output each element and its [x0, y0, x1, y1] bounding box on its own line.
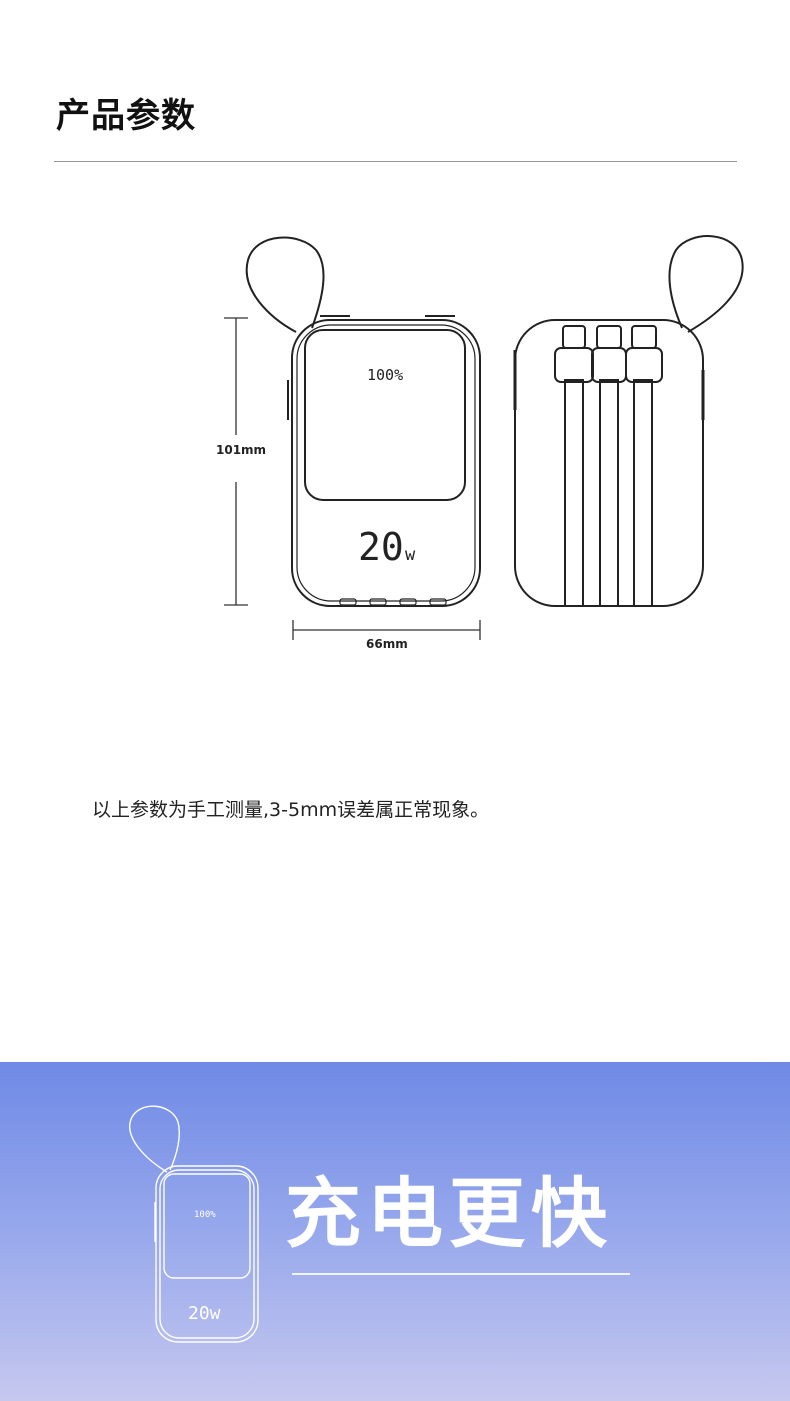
front-display-window — [304, 329, 466, 501]
powerbank-front-view — [245, 236, 481, 607]
banner-underline — [292, 1273, 630, 1275]
banner-icon-percent: 100% — [194, 1210, 216, 1220]
cable-right — [633, 379, 653, 607]
cable-left — [564, 379, 584, 607]
width-dimension — [292, 620, 481, 640]
lanyard-loop-back — [668, 235, 744, 333]
product-dimension-diagram: 101mm 100% 20 w 66mm — [216, 235, 744, 651]
lanyard-loop — [245, 236, 325, 333]
banner: 100% 20w 充电更快 — [0, 1062, 790, 1401]
width-label: 66mm — [366, 637, 408, 651]
front-percent-readout: 100% — [367, 366, 403, 384]
connector-left — [554, 347, 594, 383]
title-divider — [54, 161, 737, 162]
front-watt-readout: 20 — [358, 525, 404, 569]
connector-middle — [591, 347, 627, 383]
powerbank-outline-icon: 100% 20w — [129, 1105, 259, 1343]
banner-icon-watt: 20w — [188, 1303, 221, 1324]
back-body — [514, 319, 704, 607]
banner-title: 充电更快 — [285, 1169, 613, 1258]
height-label: 101mm — [216, 443, 266, 457]
powerbank-back-view — [513, 235, 744, 607]
cable-middle — [599, 379, 619, 607]
front-watt-unit: w — [405, 545, 416, 565]
height-dimension — [224, 317, 248, 606]
page-title: 产品参数 — [56, 96, 196, 136]
measurement-note: 以上参数为手工测量,3-5mm误差属正常现象。 — [92, 799, 490, 821]
front-body — [291, 319, 481, 607]
connector-right — [625, 347, 663, 383]
